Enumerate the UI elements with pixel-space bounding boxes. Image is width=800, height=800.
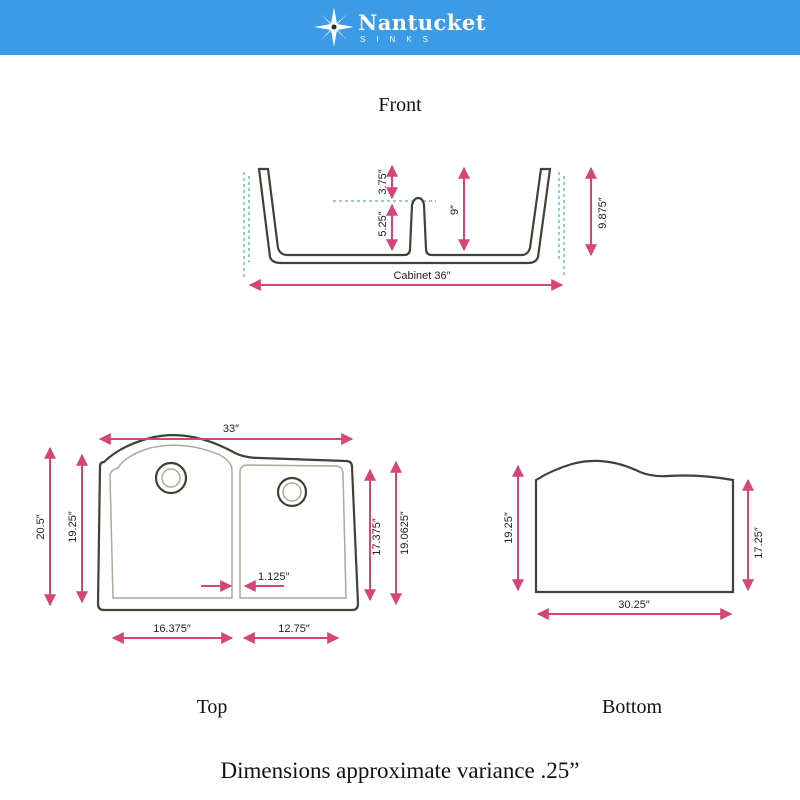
top-overall-width-label: 33″ — [223, 423, 239, 435]
brand-name: Nantucket — [358, 10, 486, 35]
brand-header: Nantucket SINKS — [0, 0, 800, 55]
front-dimension-arrows — [248, 164, 597, 291]
front-sink-profile — [257, 167, 552, 265]
top-right-depth-label: 19.0625″ — [399, 511, 411, 555]
brand-logo[interactable]: Nantucket SINKS — [312, 4, 485, 50]
bottom-right-depth-label: 17.25″ — [753, 527, 765, 559]
bottom-left-depth-label: 19.25″ — [503, 512, 515, 544]
top-overall-depth-label: 20.5″ — [35, 514, 47, 539]
top-dimension-arrows — [44, 433, 402, 644]
top-view: 33″ 20.5″ 19.25″ 1.125″ 17.375″ 19.0625″… — [35, 423, 411, 644]
top-left-bowl — [109, 444, 233, 599]
bottom-sink-outline — [534, 459, 735, 594]
front-cabinet-label: Cabinet 36″ — [393, 270, 450, 282]
front-view: 3.75″ 5.25″ 9″ 9.875″ Cabinet 36″ — [243, 164, 609, 291]
top-left-bowl-depth-label: 19.25″ — [67, 511, 79, 543]
right-drain-icon — [276, 476, 308, 508]
top-right-bowl-width-label: 12.75″ — [278, 623, 310, 635]
front-bowl-depth-label: 9″ — [449, 205, 461, 215]
bottom-view-title: Bottom — [601, 696, 663, 718]
top-right-bowl — [239, 464, 347, 599]
top-left-bowl-width-label: 16.375″ — [153, 623, 191, 635]
front-upper-divider-label: 3.75″ — [377, 169, 389, 194]
front-overall-height-label: 9.875″ — [597, 197, 609, 229]
compass-rose-icon — [314, 7, 354, 47]
dimensions-variance-note: Dimensions approximate variance .25” — [220, 758, 580, 783]
top-view-title: Top — [196, 696, 228, 718]
top-right-bowl-depth-label: 17.375″ — [371, 518, 383, 556]
drain-holes — [154, 461, 308, 508]
front-view-title: Front — [378, 94, 422, 116]
bottom-dimension-arrows — [512, 464, 754, 620]
brand-subtitle: SINKS — [360, 35, 440, 44]
top-divider-label: 1.125″ — [258, 571, 290, 583]
bottom-view: 19.25″ 17.25″ 30.25″ — [503, 459, 765, 620]
bottom-width-label: 30.25″ — [618, 599, 650, 611]
left-drain-icon — [154, 461, 188, 495]
front-lower-divider-label: 5.25″ — [377, 211, 389, 236]
